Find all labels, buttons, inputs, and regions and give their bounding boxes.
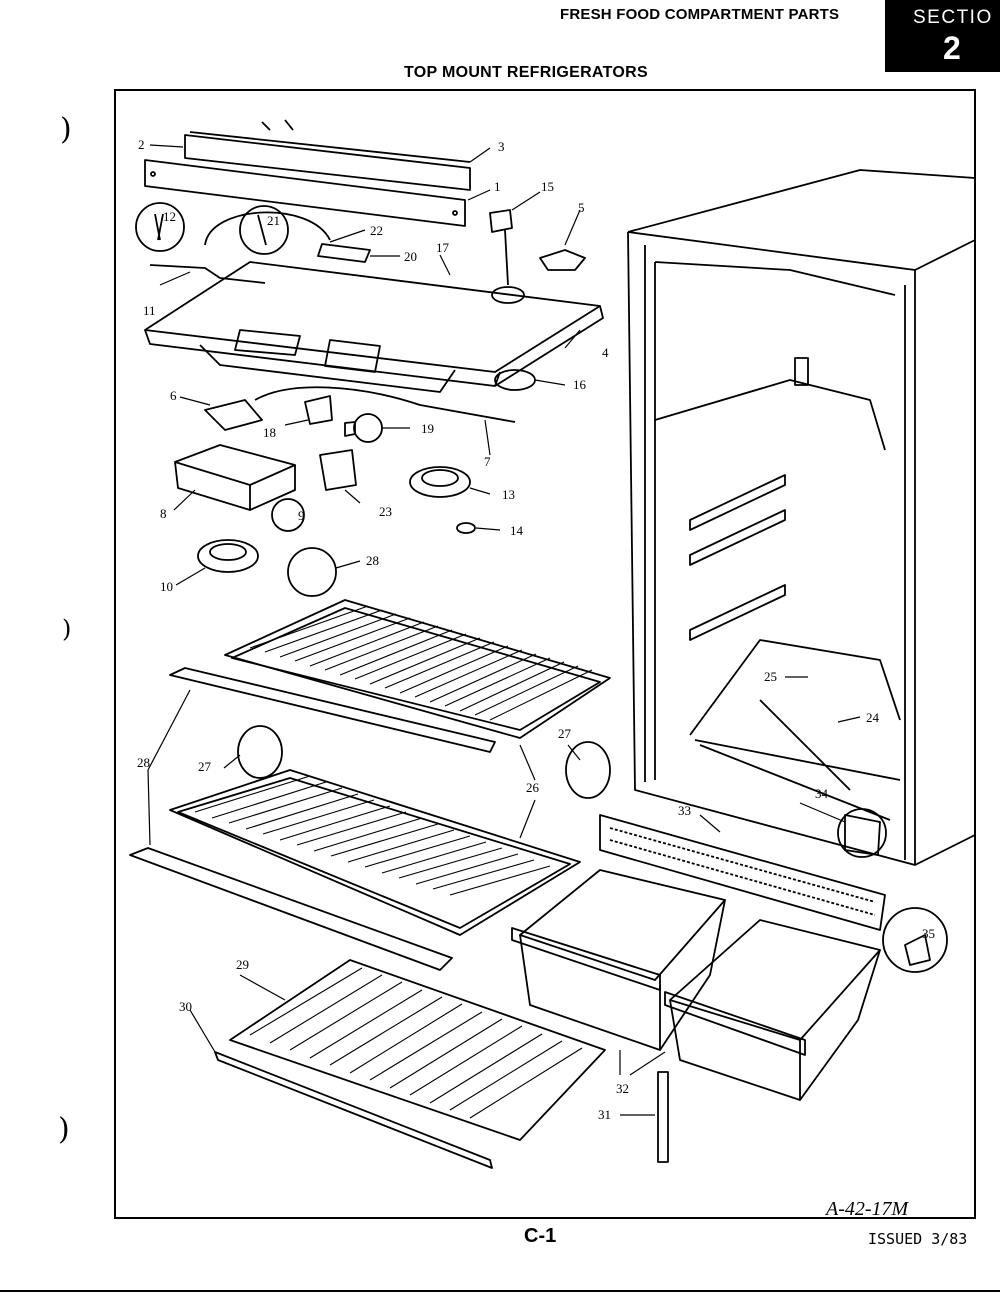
callout-label: 21 xyxy=(267,213,280,228)
callout-label: 27 xyxy=(558,726,572,741)
callout-label: 5 xyxy=(578,200,585,215)
section-label: SECTIO xyxy=(913,7,993,28)
callout-label: 13 xyxy=(502,487,515,502)
callout-label: 24 xyxy=(866,710,880,725)
callout-label: 25 xyxy=(764,669,777,684)
callout-label: 6 xyxy=(170,388,177,403)
page-subtitle: TOP MOUNT REFRIGERATORS xyxy=(404,64,648,81)
callout-label: 30 xyxy=(179,999,192,1014)
callout-label: 28 xyxy=(366,553,379,568)
section-number: 2 xyxy=(943,30,961,66)
callout-label: 17 xyxy=(436,240,450,255)
callout-label: 28 xyxy=(137,755,150,770)
callout-label: 27 xyxy=(198,759,212,774)
callout-label: 9 xyxy=(298,508,305,523)
callout-labels: 1 2 3 4 5 6 7 8 9 10 11 12 13 14 15 16 1… xyxy=(137,137,935,1122)
callout-label: 34 xyxy=(815,786,829,801)
callout-label: 19 xyxy=(421,421,434,436)
callout-label: 2 xyxy=(138,137,145,152)
callout-label: 23 xyxy=(379,504,392,519)
callout-label: 29 xyxy=(236,957,249,972)
part-wire-shelf-lower xyxy=(169,769,581,936)
callout-label: 22 xyxy=(370,223,383,238)
callout-label: 20 xyxy=(404,249,417,264)
callout-label: 35 xyxy=(922,926,935,941)
callout-label: 18 xyxy=(263,425,276,440)
binder-hole-mark: ) xyxy=(60,112,72,147)
callout-label: 1 xyxy=(494,179,501,194)
refrigerator-cabinet xyxy=(627,169,976,866)
page-number: C-1 xyxy=(524,1225,557,1247)
drawing-reference: A-42-17M xyxy=(826,1198,909,1220)
part-crisper-cover xyxy=(229,959,606,1141)
callout-label: 8 xyxy=(160,506,167,521)
part-control-housing xyxy=(144,261,604,393)
callout-label: 26 xyxy=(526,780,540,795)
section-tab: SECTIO 2 xyxy=(885,0,1000,72)
callout-label: 33 xyxy=(678,803,691,818)
page-header-title: FRESH FOOD COMPARTMENT PARTS xyxy=(560,6,840,23)
callout-label: 3 xyxy=(498,139,505,154)
part-front-bar xyxy=(144,159,466,227)
bottom-rule xyxy=(0,1290,1000,1292)
callout-label: 10 xyxy=(160,579,173,594)
issue-date: ISSUED 3/83 xyxy=(868,1230,968,1248)
part-crisper-drawer-left xyxy=(511,869,726,1051)
diagram-frame xyxy=(114,89,976,1219)
callout-label: 32 xyxy=(616,1081,629,1096)
part-crisper-drawer-right xyxy=(664,919,881,1101)
callout-label: 16 xyxy=(573,377,587,392)
callout-label: 15 xyxy=(541,179,554,194)
light-bulb xyxy=(353,413,383,443)
callout-label: 4 xyxy=(602,345,609,360)
callout-label: 14 xyxy=(510,523,524,538)
detail-circle-21 xyxy=(239,205,289,255)
binder-hole-mark: ) xyxy=(62,615,72,643)
callout-label: 11 xyxy=(143,303,156,318)
callout-label: 7 xyxy=(484,454,491,469)
callout-label: 31 xyxy=(598,1107,611,1122)
callout-label: 12 xyxy=(163,209,176,224)
binder-hole-mark: ) xyxy=(58,1112,70,1147)
part-top-trim xyxy=(184,119,471,191)
part-wire-shelf-upper xyxy=(224,599,611,739)
detail-circle-12 xyxy=(135,202,185,252)
